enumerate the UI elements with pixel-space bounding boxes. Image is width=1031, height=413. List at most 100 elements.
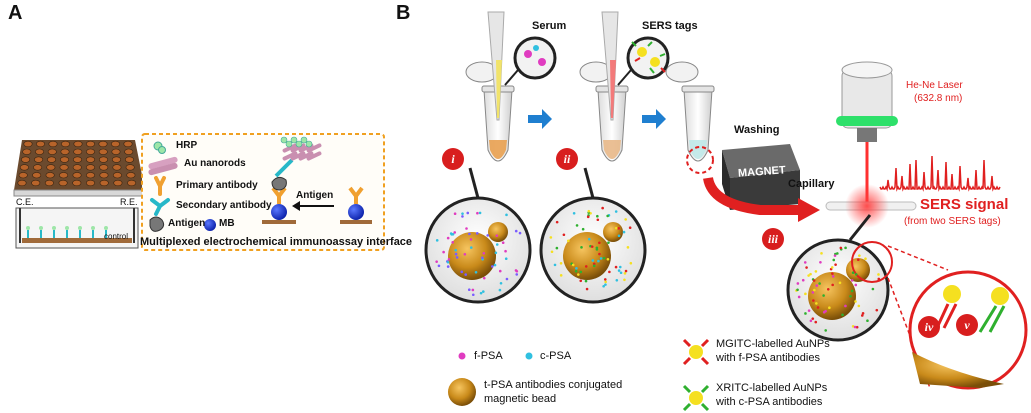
particle-dot [576,273,580,276]
particle-dot [482,251,486,255]
serum-label: Serum [532,20,567,32]
plate-well [22,148,32,155]
particle-dot [595,246,599,250]
zoom-circle-iv-v [887,245,1028,390]
particle-dot [559,274,563,277]
hrp-icon [153,141,166,154]
electrode-ce-label: C.E. [16,197,34,207]
plate-well [86,148,96,155]
plate-well [35,148,45,155]
plate-well [72,179,82,187]
particle-dot [824,309,827,313]
particle-dot [824,329,828,332]
legend-secondary-antibody-label: Secondary antibody [176,200,272,211]
particle-dot [866,319,869,323]
electrode-re-label: R.E. [120,197,138,207]
sers-signal-sub: (from two SERS tags) [904,216,1001,227]
legend-xritc-line1: XRITC-labelled AuNPs [716,382,828,394]
particle-dot [602,256,606,260]
panel-a-caption: Multiplexed electrochemical immunoassay … [140,236,413,248]
mgitc-legend-icon [682,338,710,366]
particle-dot [626,246,630,249]
legend-box-a [141,133,385,251]
particle-dot [501,241,505,245]
particle-dot [614,226,618,230]
legend-mgitc-line2: with f-PSA antibodies [716,352,820,364]
particle-dot [809,272,812,276]
plate-well [73,156,83,163]
legend-au-nanorods-label: Au nanorods [184,158,246,169]
plate-well [60,140,70,148]
nanorod [298,151,314,161]
particle-dot [871,287,875,291]
plate-well [48,140,58,148]
particle-dot [606,257,610,261]
particle-dot [449,232,453,235]
particle-dot [453,212,457,216]
particle-dot [812,299,815,302]
legend-f-psa-label: f-PSA [474,350,503,362]
particle-dot [628,226,632,230]
particle-dot [803,261,807,264]
particle-dot [854,300,857,303]
particle-dot [505,277,509,281]
particle-dot [597,259,600,263]
particle-dot [814,270,818,273]
particle-dot [559,261,563,265]
particle-dot [566,239,570,243]
particle-dot [857,304,861,308]
particle-dot [615,279,619,282]
particle-dot [586,215,590,219]
serum-inset [504,36,557,86]
plate-well [47,148,57,155]
particle-dot [804,292,807,296]
plate-well [99,164,109,171]
particle-dot [562,233,566,237]
particle-dot [818,282,821,285]
step-ii-badge: ii [556,148,578,170]
particle-dot [606,214,609,218]
plate-well [86,179,96,187]
particle-dot [598,241,601,245]
plate-well [73,148,83,155]
hrp-dot [305,140,313,148]
particle-dot [601,206,604,210]
plate-well [59,164,69,171]
assay-arrow-label: Antigen [296,190,334,201]
particle-dot [579,279,583,283]
assay-left-electrode [262,136,322,224]
plate-well [60,156,70,163]
legend-primary-antibody-label: Primary antibody [176,180,258,191]
particle-dot [797,295,801,299]
plate-well [98,156,108,163]
particle-dot [805,266,808,269]
particle-dot [830,266,834,269]
flow-arrow-2 [642,109,666,129]
plate-well [111,140,121,148]
particle-dot [619,271,623,275]
particle-dot [579,270,583,274]
particle-dot [555,246,559,250]
particle-dot [831,283,834,287]
particle-dot [815,284,819,287]
particle-dot [581,227,585,231]
particle-dot [515,273,519,276]
particle-dot [624,218,627,221]
particle-dot [555,220,559,224]
particle-dot [854,283,858,287]
particle-dot [572,212,576,215]
particle-dot [481,290,485,293]
particle-dot [584,279,588,283]
particle-dot [550,250,554,254]
particle-dot [618,265,622,269]
particle-dot [831,272,834,275]
legend-bead-line1: t-PSA antibodies conjugated [484,379,623,391]
particle-dot [474,270,478,274]
particle-dot [812,279,816,282]
particle-dot [446,236,450,240]
capillary-label: Capillary [788,178,835,190]
legend-bead-line2: magnetic bead [484,393,557,405]
particle-dot [617,227,621,230]
particle-dot [814,320,818,324]
